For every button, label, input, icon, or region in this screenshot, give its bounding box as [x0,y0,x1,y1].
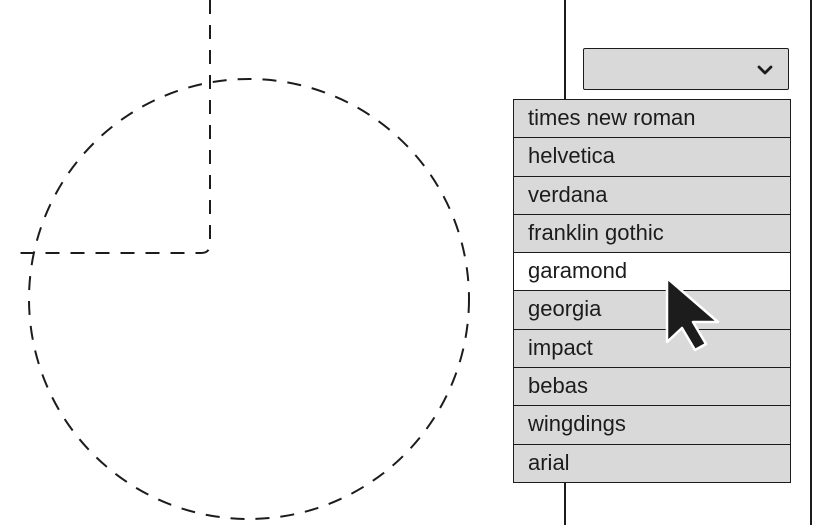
font-select-dropdown[interactable] [583,48,789,90]
font-option-franklin-gothic[interactable]: franklin gothic [514,214,790,254]
chevron-down-icon [757,65,773,75]
font-option-verdana[interactable]: verdana [514,176,790,215]
font-options-list: times new roman helvetica verdana frankl… [513,99,791,483]
font-option-helvetica[interactable]: helvetica [514,138,790,177]
arrow-cursor-icon [665,276,720,352]
font-option-bebas[interactable]: bebas [514,368,790,407]
dashed-circle[interactable] [28,78,470,520]
font-option-wingdings[interactable]: wingdings [514,406,790,445]
font-option-garamond[interactable]: garamond [514,253,790,292]
panel-divider-right [810,0,812,525]
dashed-corner-guide [10,0,211,254]
font-option-times-new-roman[interactable]: times new roman [514,100,790,139]
font-option-impact[interactable]: impact [514,329,790,369]
font-option-arial[interactable]: arial [514,444,790,483]
font-option-georgia[interactable]: georgia [514,291,790,330]
